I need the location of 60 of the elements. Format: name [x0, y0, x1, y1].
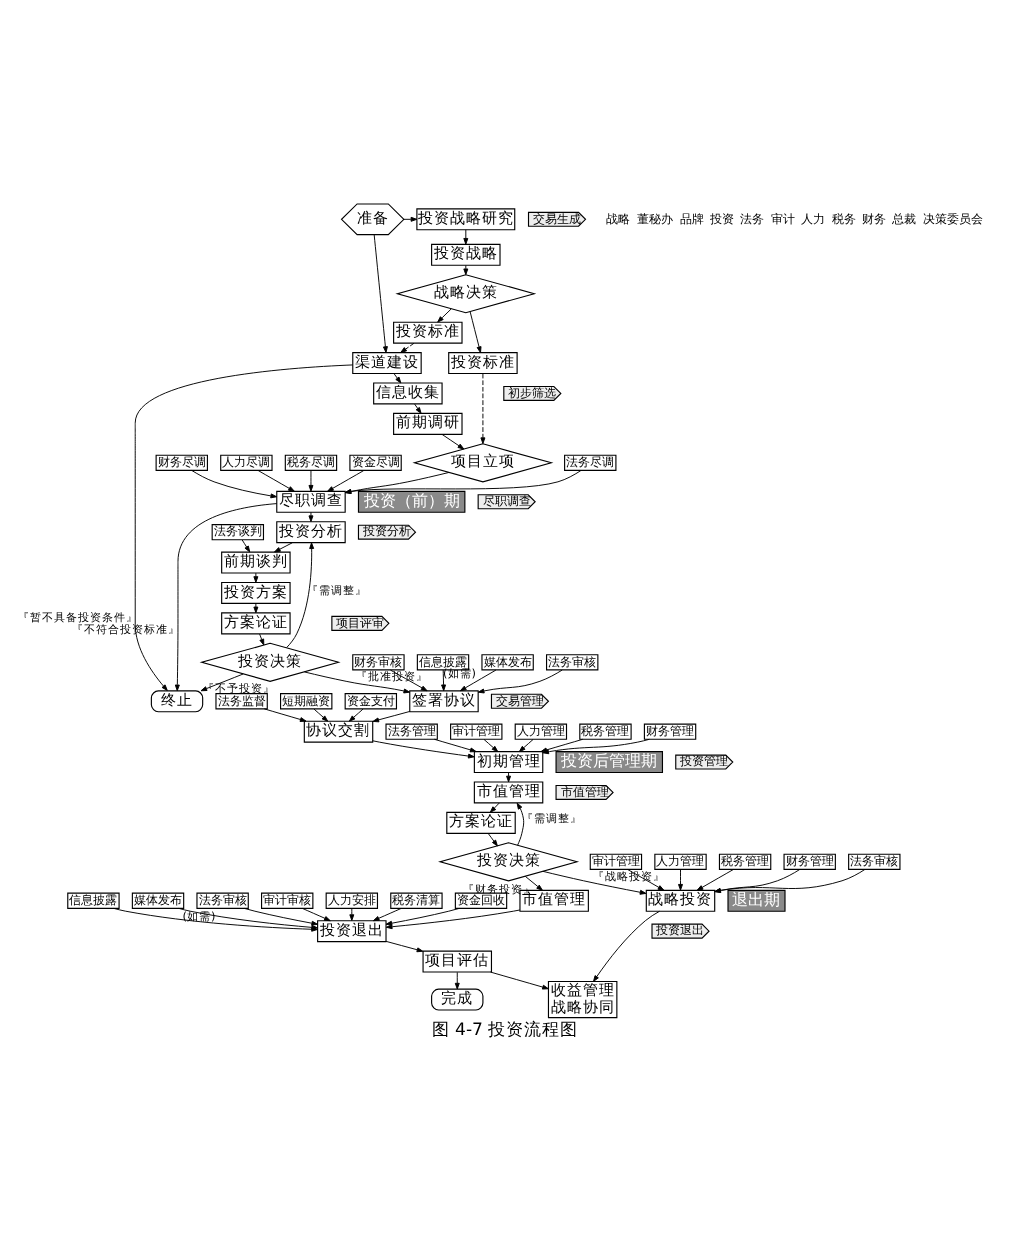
arrow	[344, 470, 582, 494]
arrow	[489, 802, 500, 813]
arrow	[393, 373, 402, 384]
arrow	[433, 738, 477, 753]
arrow	[414, 403, 422, 414]
arrow	[303, 671, 411, 694]
arrow	[506, 772, 512, 783]
arrow	[372, 711, 411, 723]
arrow	[253, 603, 259, 614]
arrow	[134, 364, 354, 691]
arrow	[200, 673, 244, 692]
arrow	[463, 265, 469, 276]
arrow	[477, 669, 563, 694]
arrow	[516, 802, 525, 846]
arrow	[191, 470, 278, 499]
arrow	[403, 216, 418, 222]
arrow	[441, 669, 447, 692]
arrow	[714, 869, 801, 893]
arrow	[263, 708, 307, 722]
arrow	[241, 539, 251, 553]
arrow	[437, 308, 452, 323]
arrow	[454, 971, 460, 990]
arrow	[243, 907, 319, 926]
arrow	[313, 708, 329, 722]
arrow	[348, 708, 364, 722]
arrow	[372, 740, 475, 759]
arrow	[344, 471, 450, 494]
arrow	[373, 234, 388, 353]
arrow	[302, 908, 331, 922]
arrow	[259, 633, 265, 646]
arrow	[542, 870, 647, 895]
arrow	[696, 869, 734, 891]
arrow	[385, 909, 521, 930]
arrow	[483, 739, 499, 753]
arrow	[257, 470, 295, 492]
arrow	[274, 542, 293, 553]
arrow	[308, 511, 314, 523]
arrow	[480, 373, 486, 445]
arrow	[524, 875, 543, 891]
arrow	[459, 669, 497, 692]
arrow	[490, 971, 549, 990]
arrow	[174, 503, 278, 692]
arrow	[400, 342, 415, 353]
arrow	[593, 910, 661, 982]
arrow	[469, 311, 482, 354]
arrow	[308, 470, 314, 492]
arrow	[327, 470, 365, 492]
arrow	[385, 907, 460, 926]
arrow	[441, 433, 465, 450]
arrow	[463, 229, 469, 245]
arrow	[372, 908, 402, 922]
arrow	[253, 572, 259, 583]
arrow	[286, 542, 315, 649]
arrow	[487, 833, 498, 847]
arrow	[518, 739, 534, 753]
arrow	[714, 868, 866, 893]
arrow	[678, 869, 683, 891]
arrow	[385, 940, 424, 953]
caption: 图 4-7 投资流程图	[431, 1021, 579, 1042]
arrow	[389, 669, 428, 692]
